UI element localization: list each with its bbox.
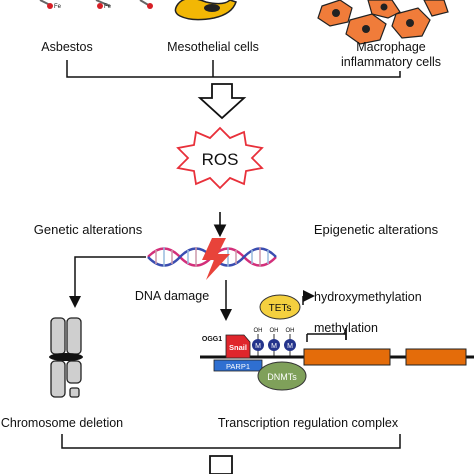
dnmts-ellipse	[257, 361, 307, 391]
macrophage-label-line2: inflammatory cells	[341, 55, 441, 69]
ogg1-label: OGG1	[202, 336, 222, 343]
parp1-label: PARP1	[226, 362, 250, 371]
oh-mark-3: OH	[286, 328, 295, 334]
parp1-box	[213, 359, 263, 372]
mesothelial-cells-label: Mesothelial cells	[167, 40, 259, 54]
chromosome-icon	[49, 317, 83, 398]
oh-mark-1: OH	[254, 328, 263, 334]
oh-mark-2: OH	[270, 328, 279, 334]
chromosome-deletion-label: Chromosome deletion	[1, 416, 123, 430]
genetic-branch-line	[69, 256, 146, 308]
m-mark-2: M	[271, 343, 277, 350]
ros-label: ROS	[202, 150, 239, 169]
bottom-hollow-arrow	[209, 455, 233, 474]
hollow-arrow-down	[197, 83, 247, 120]
m-mark-1: M	[255, 343, 261, 350]
ros-starburst	[176, 126, 264, 190]
mesothelial-cell-icon	[174, 0, 237, 21]
fe-label-2: Fe	[104, 4, 112, 10]
converging-bracket	[66, 60, 401, 78]
bottom-bracket	[61, 434, 401, 449]
fe-label-1: Fe	[54, 4, 62, 10]
dna-damage-label: DNA damage	[135, 289, 209, 303]
lightning-bolt-icon	[202, 238, 230, 280]
epigenetic-alterations-label: Epigenetic alterations	[314, 222, 439, 237]
tets-ellipse	[259, 294, 301, 320]
snail-shape	[225, 334, 251, 359]
transcription-complex-label: Transcription regulation complex	[218, 416, 399, 430]
hydroxymethylation-label: hydroxymethylation	[314, 290, 422, 304]
methylation-label: methylation	[314, 321, 378, 335]
methyl-marks	[252, 334, 296, 356]
m-mark-3: M	[287, 343, 293, 350]
gene-box-2	[405, 348, 467, 366]
asbestos-icon	[39, 0, 153, 9]
macrophage-cells-icon	[317, 0, 449, 45]
tets-label: TETs	[269, 303, 292, 314]
gene-box-1	[303, 348, 391, 366]
macrophage-label-line1: Macrophage	[356, 40, 426, 54]
snail-label: Snail	[229, 343, 247, 352]
asbestos-label: Asbestos	[41, 40, 92, 54]
dnmts-label: DNMTs	[267, 372, 297, 382]
genetic-alterations-label: Genetic alterations	[34, 222, 143, 237]
